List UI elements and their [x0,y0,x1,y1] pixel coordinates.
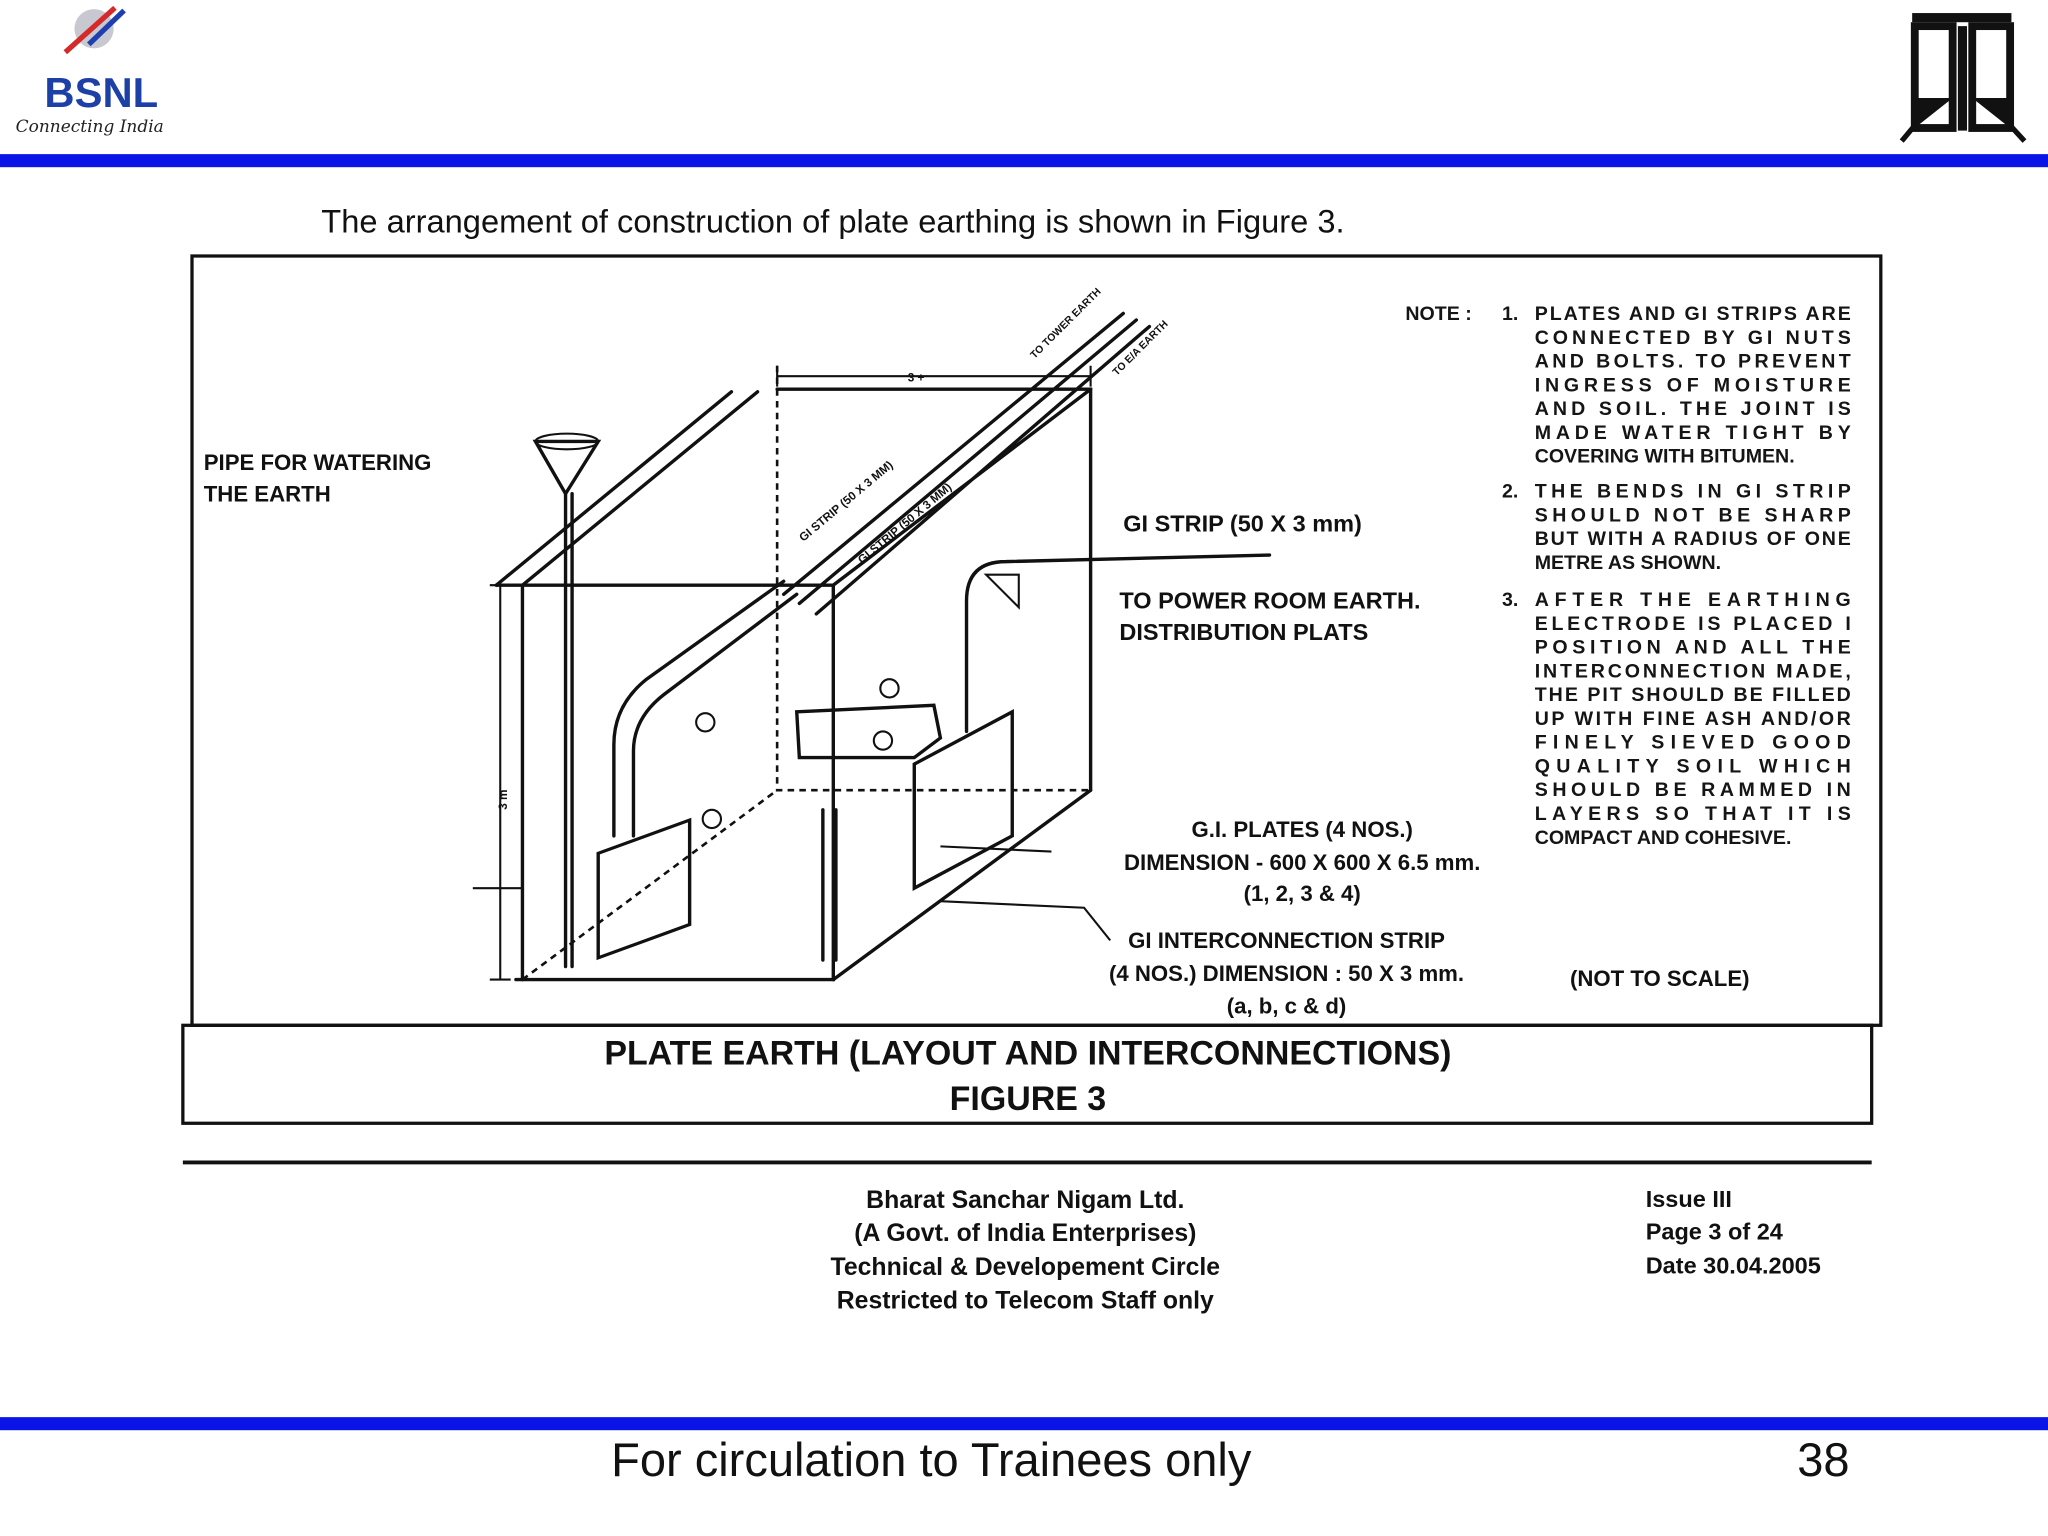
page-of-label: Page 3 of 24 [1646,1219,1783,1245]
funnel-icon [532,439,602,498]
gi-strip-label: GI STRIP (50 X 3 mm) [1123,511,1362,537]
date-label: Date 30.04.2005 [1646,1252,1821,1278]
power-room-label-1: TO POWER ROOM EARTH. [1119,588,1420,614]
note-line: POSITION AND ALL THE [1535,637,1851,659]
header-bar [0,154,2048,168]
pipe-label-1: PIPE FOR WATERING [204,450,432,475]
bsnl-logo: BSNL Connecting India [16,5,164,137]
note-line: INGRESS OF MOISTURE [1535,374,1851,396]
dim-top-label: 3 + [908,371,925,384]
note-line: PLATES AND GI STRIPS ARE [1535,303,1851,325]
note-number: 2. [1502,481,1518,503]
strip-label-1: GI STRIP (50 X 3 MM) [797,459,896,545]
logo-red-arrow [63,5,117,55]
intro-text: The arrangement of construction of plate… [321,202,1344,239]
dim-side-label: 3 m [497,790,510,810]
note-line: CONNECTED BY GI NUTS [1535,327,1851,349]
note-line: UP WITH FINE ASH AND/OR [1535,708,1851,730]
note-line: METRE AS SHOWN. [1535,552,1721,574]
note-line: BUT WITH A RADIUS OF ONE [1535,528,1851,550]
note-line: FINELY SIEVED GOOD [1535,732,1851,754]
note-line: ELECTRODE IS PLACED I [1535,613,1851,635]
interconnect-label-1: GI INTERCONNECTION STRIP [1128,928,1445,953]
org-line-2: (A Govt. of India Enterprises) [854,1220,1196,1247]
note-line: THE BENDS IN GI STRIP [1535,481,1851,503]
emblem-logo [1899,13,2027,143]
note-line: SHOULD NOT BE SHARP [1535,504,1851,526]
note-line: QUALITY SOIL WHICH [1535,755,1851,777]
logo-blue-arrow [87,8,126,47]
plates-label-1: G.I. PLATES (4 NOS.) [1191,817,1412,842]
org-line-4: Restricted to Telecom Staff only [837,1288,1214,1315]
issue-label: Issue III [1646,1186,1732,1212]
note-heading: NOTE : [1405,303,1471,325]
note-line: COVERING WITH BITUMEN. [1535,446,1795,468]
org-line-3: Technical & Developement Circle [831,1254,1221,1281]
org-line-1: Bharat Sanchar Nigam Ltd. [866,1187,1184,1214]
plates-label-3: (1, 2, 3 & 4) [1244,881,1361,906]
note-line: COMPACT AND COHESIVE. [1535,827,1792,849]
logo-tagline: Connecting India [16,117,164,137]
pipe-label-2: THE EARTH [204,482,331,507]
interconnect-label-2: (4 NOS.) DIMENSION : 50 X 3 mm. [1109,961,1464,986]
footer-bar [0,1417,2048,1431]
note-number: 1. [1502,303,1518,325]
slide-number: 38 [1797,1433,1849,1486]
note-line: MADE WATER TIGHT BY [1535,422,1851,444]
to-tower-earth-label: TO TOWER EARTH [1029,287,1104,362]
figure-caption-title: PLATE EARTH (LAYOUT AND INTERCONNECTIONS… [604,1034,1451,1072]
note-line: AFTER THE EARTHING [1535,589,1851,611]
note-number: 3. [1502,589,1518,611]
note-line: AND BOLTS. TO PREVENT [1535,351,1851,373]
figure-caption-number: FIGURE 3 [950,1080,1107,1118]
not-to-scale-label: (NOT TO SCALE) [1570,966,1750,991]
note-line: THE PIT SHOULD BE FILLED [1535,684,1851,706]
circulation-note: For circulation to Trainees only [611,1433,1252,1486]
caption-frame [181,1023,1874,1125]
logo-brand: BSNL [44,69,158,116]
note-line: SHOULD BE RAMMED IN [1535,779,1851,801]
note-line: INTERCONNECTION MADE, [1535,660,1851,682]
note-line: LAYERS SO THAT IT IS [1535,803,1851,825]
to-ea-earth-label: TO E/A EARTH [1111,319,1170,378]
interconnect-label-3: (a, b, c & d) [1227,994,1347,1019]
power-room-label-2: DISTRIBUTION PLATS [1119,619,1368,645]
plates-label-2: DIMENSION - 600 X 600 X 6.5 mm. [1124,850,1480,875]
note-line: AND SOIL. THE JOINT IS [1535,398,1851,420]
